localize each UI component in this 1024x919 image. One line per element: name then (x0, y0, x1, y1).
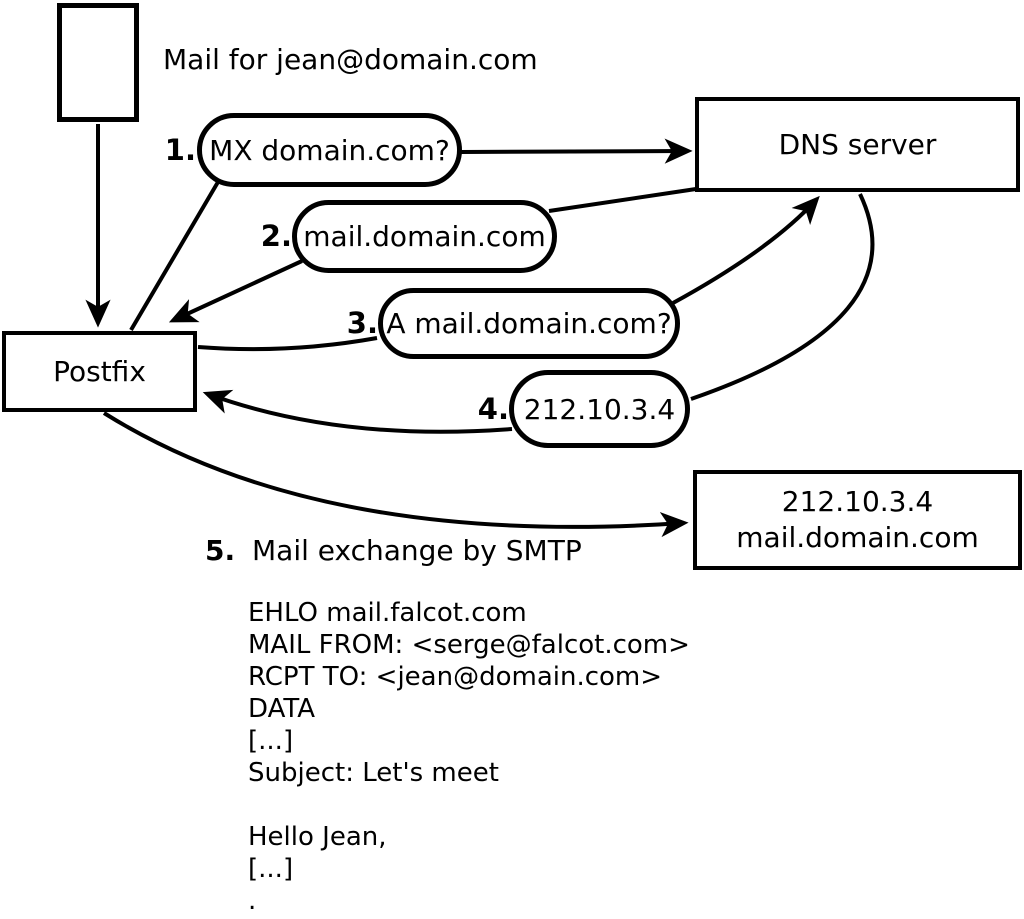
arrow-mx-answer-to-postfix (168, 259, 303, 323)
arrow-postfix-to-mail-server (102, 411, 689, 538)
mail-server-host-label: mail.domain.com (736, 521, 979, 554)
message-pill-mx-answer: mail.domain.com (292, 200, 557, 273)
postfix-node: Postfix (2, 331, 197, 412)
postfix-node-label: Postfix (53, 355, 146, 388)
arrow-mx-query-to-dns (460, 138, 693, 164)
arrow-a-query-to-dns (672, 195, 820, 305)
mail-envelope-icon (57, 3, 139, 122)
line-postfix-to-a-query (197, 336, 378, 352)
line-dns-to-a-answer (690, 193, 875, 401)
step-5-caption: 5. Mail exchange by SMTP (205, 534, 582, 567)
step-number-3: 3. (346, 306, 378, 340)
mail-server-ip-label: 212.10.3.4 (781, 485, 934, 518)
message-pill-a-query: A mail.domain.com? (378, 288, 680, 359)
dns-server-node-label: DNS server (778, 128, 937, 161)
line-postfix-to-mx-query (129, 180, 220, 332)
smtp-session-text: EHLO mail.falcot.com MAIL FROM: <serge@f… (248, 598, 690, 916)
mail-server-node: 212.10.3.4 mail.domain.com (693, 470, 1022, 570)
message-pill-mx-answer-label: mail.domain.com (303, 220, 546, 253)
step-number-4: 4. (477, 392, 509, 426)
step-number-5: 5. (205, 534, 236, 567)
step-5-label: Mail exchange by SMTP (252, 534, 582, 567)
message-pill-mx-query: MX domain.com? (197, 113, 462, 187)
message-pill-mx-query-label: MX domain.com? (209, 133, 450, 167)
line-dns-to-mx-answer (548, 187, 697, 213)
dns-server-node: DNS server (695, 97, 1020, 192)
message-pill-a-answer: 212.10.3.4 (509, 370, 690, 448)
message-pill-a-answer-label: 212.10.3.4 (523, 392, 676, 426)
message-pill-a-query-label: A mail.domain.com? (386, 307, 672, 340)
mail-note: Mail for jean@domain.com (163, 43, 538, 76)
step-number-1: 1. (164, 133, 196, 167)
step-number-2: 2. (260, 219, 292, 253)
arrow-a-answer-to-postfix (202, 389, 513, 434)
